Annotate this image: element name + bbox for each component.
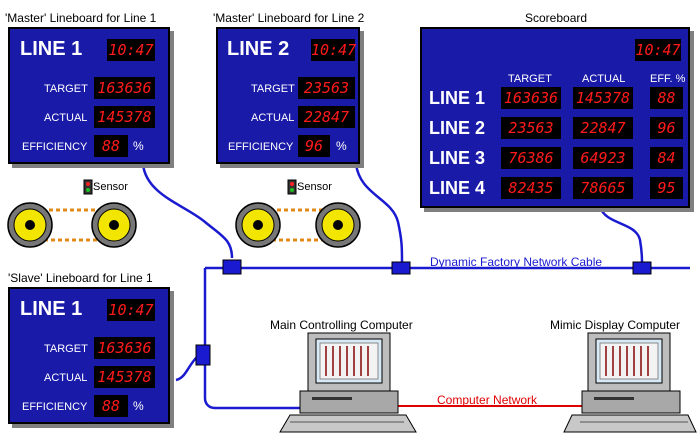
scoreboard-row-eff: 96 [650, 117, 683, 139]
board-title: LINE 1 [20, 298, 83, 320]
scoreboard-row-eff: 84 [650, 147, 683, 169]
time-display: 10:47 [107, 39, 155, 61]
time-display: 10:47 [311, 39, 357, 61]
scoreboard-row-line: LINE 1 [429, 88, 486, 108]
scoreboard-row-line: LINE 3 [429, 148, 486, 168]
computer-network-label: Computer Network [437, 393, 538, 407]
efficiency-display: 88 [94, 395, 128, 417]
efficiency-label: EFFICIENCY [22, 401, 88, 413]
efficiency-display: 88 [94, 135, 128, 157]
target-display: 163636 [94, 337, 155, 359]
scoreboard-time-display: 10:47 [635, 39, 681, 61]
scoreboard-row-target: 82435 [501, 177, 561, 199]
mimic-computer-caption: Mimic Display Computer [550, 318, 681, 332]
scoreboard-panel: 10:47 TARGET ACTUAL EFF. % LINE 1 163636… [420, 27, 690, 208]
master1-caption: 'Master' Lineboard for Line 1 [5, 11, 157, 25]
scoreboard-row-target: 23563 [501, 117, 561, 139]
board-title: LINE 2 [227, 38, 290, 60]
scoreboard-row-eff: 88 [650, 87, 683, 109]
actual-label: ACTUAL [44, 112, 88, 124]
scoreboard-row-actual: 22847 [573, 117, 633, 139]
target-display: 163636 [94, 77, 155, 99]
master-lineboard-line-2: LINE 2 10:47 TARGET 23563 ACTUAL 22847 E… [216, 27, 360, 164]
scoreboard-row-actual: 64923 [573, 147, 633, 169]
percent-sign: % [133, 399, 144, 413]
time-display: 10:47 [107, 299, 155, 321]
scoreboard-row-line: LINE 2 [429, 118, 486, 138]
slave1-caption: 'Slave' Lineboard for Line 1 [8, 271, 153, 285]
factory-network-label: Dynamic Factory Network Cable [430, 255, 603, 269]
master2-caption: 'Master' Lineboard for Line 2 [213, 11, 365, 25]
actual-label: ACTUAL [251, 112, 295, 124]
efficiency-label: EFFICIENCY [228, 141, 294, 153]
efficiency-display: 96 [298, 135, 330, 157]
scoreboard-row-target: 163636 [501, 87, 561, 109]
efficiency-label: EFFICIENCY [22, 141, 88, 153]
factory-network-cable [141, 163, 690, 410]
scoreboard-row-eff: 95 [650, 177, 683, 199]
scoreboard-row-target: 76386 [501, 147, 561, 169]
scoreboard-header-eff: EFF. % [650, 73, 686, 85]
sensor2-label: Sensor [297, 181, 332, 193]
mimic-computer-icon [563, 332, 697, 433]
target-label: TARGET [251, 83, 295, 95]
percent-sign: % [336, 139, 347, 153]
cable-connectors [195, 259, 652, 366]
sensor-line-1-icon [83, 179, 93, 195]
master-lineboard-line-1: LINE 1 10:47 TARGET 163636 ACTUAL 145378… [8, 27, 170, 164]
target-label: TARGET [44, 83, 88, 95]
slave-lineboard-line-1: LINE 1 10:47 TARGET 163636 ACTUAL 145378… [8, 287, 170, 424]
scoreboard-row-line: LINE 4 [429, 178, 486, 198]
scoreboard-header-actual: ACTUAL [582, 73, 626, 85]
scoreboard-row-actual: 78665 [573, 177, 633, 199]
actual-label: ACTUAL [44, 372, 88, 384]
percent-sign: % [133, 139, 144, 153]
target-display: 23563 [298, 77, 355, 99]
target-label: TARGET [44, 343, 88, 355]
sensor1-label: Sensor [93, 181, 128, 193]
actual-display: 22847 [298, 106, 355, 128]
main-computer-icon [279, 332, 417, 433]
scoreboard-caption: Scoreboard [525, 11, 588, 25]
conveyor-line-2-icon [235, 202, 361, 248]
actual-display: 145378 [94, 366, 155, 388]
scoreboard-row-actual: 145378 [573, 87, 633, 109]
board-title: LINE 1 [20, 38, 83, 60]
conveyor-line-1-icon [7, 202, 137, 248]
main-computer-caption: Main Controlling Computer [270, 318, 413, 332]
scoreboard-header-target: TARGET [508, 73, 552, 85]
sensor-line-2-icon [287, 179, 297, 195]
actual-display: 145378 [94, 106, 155, 128]
